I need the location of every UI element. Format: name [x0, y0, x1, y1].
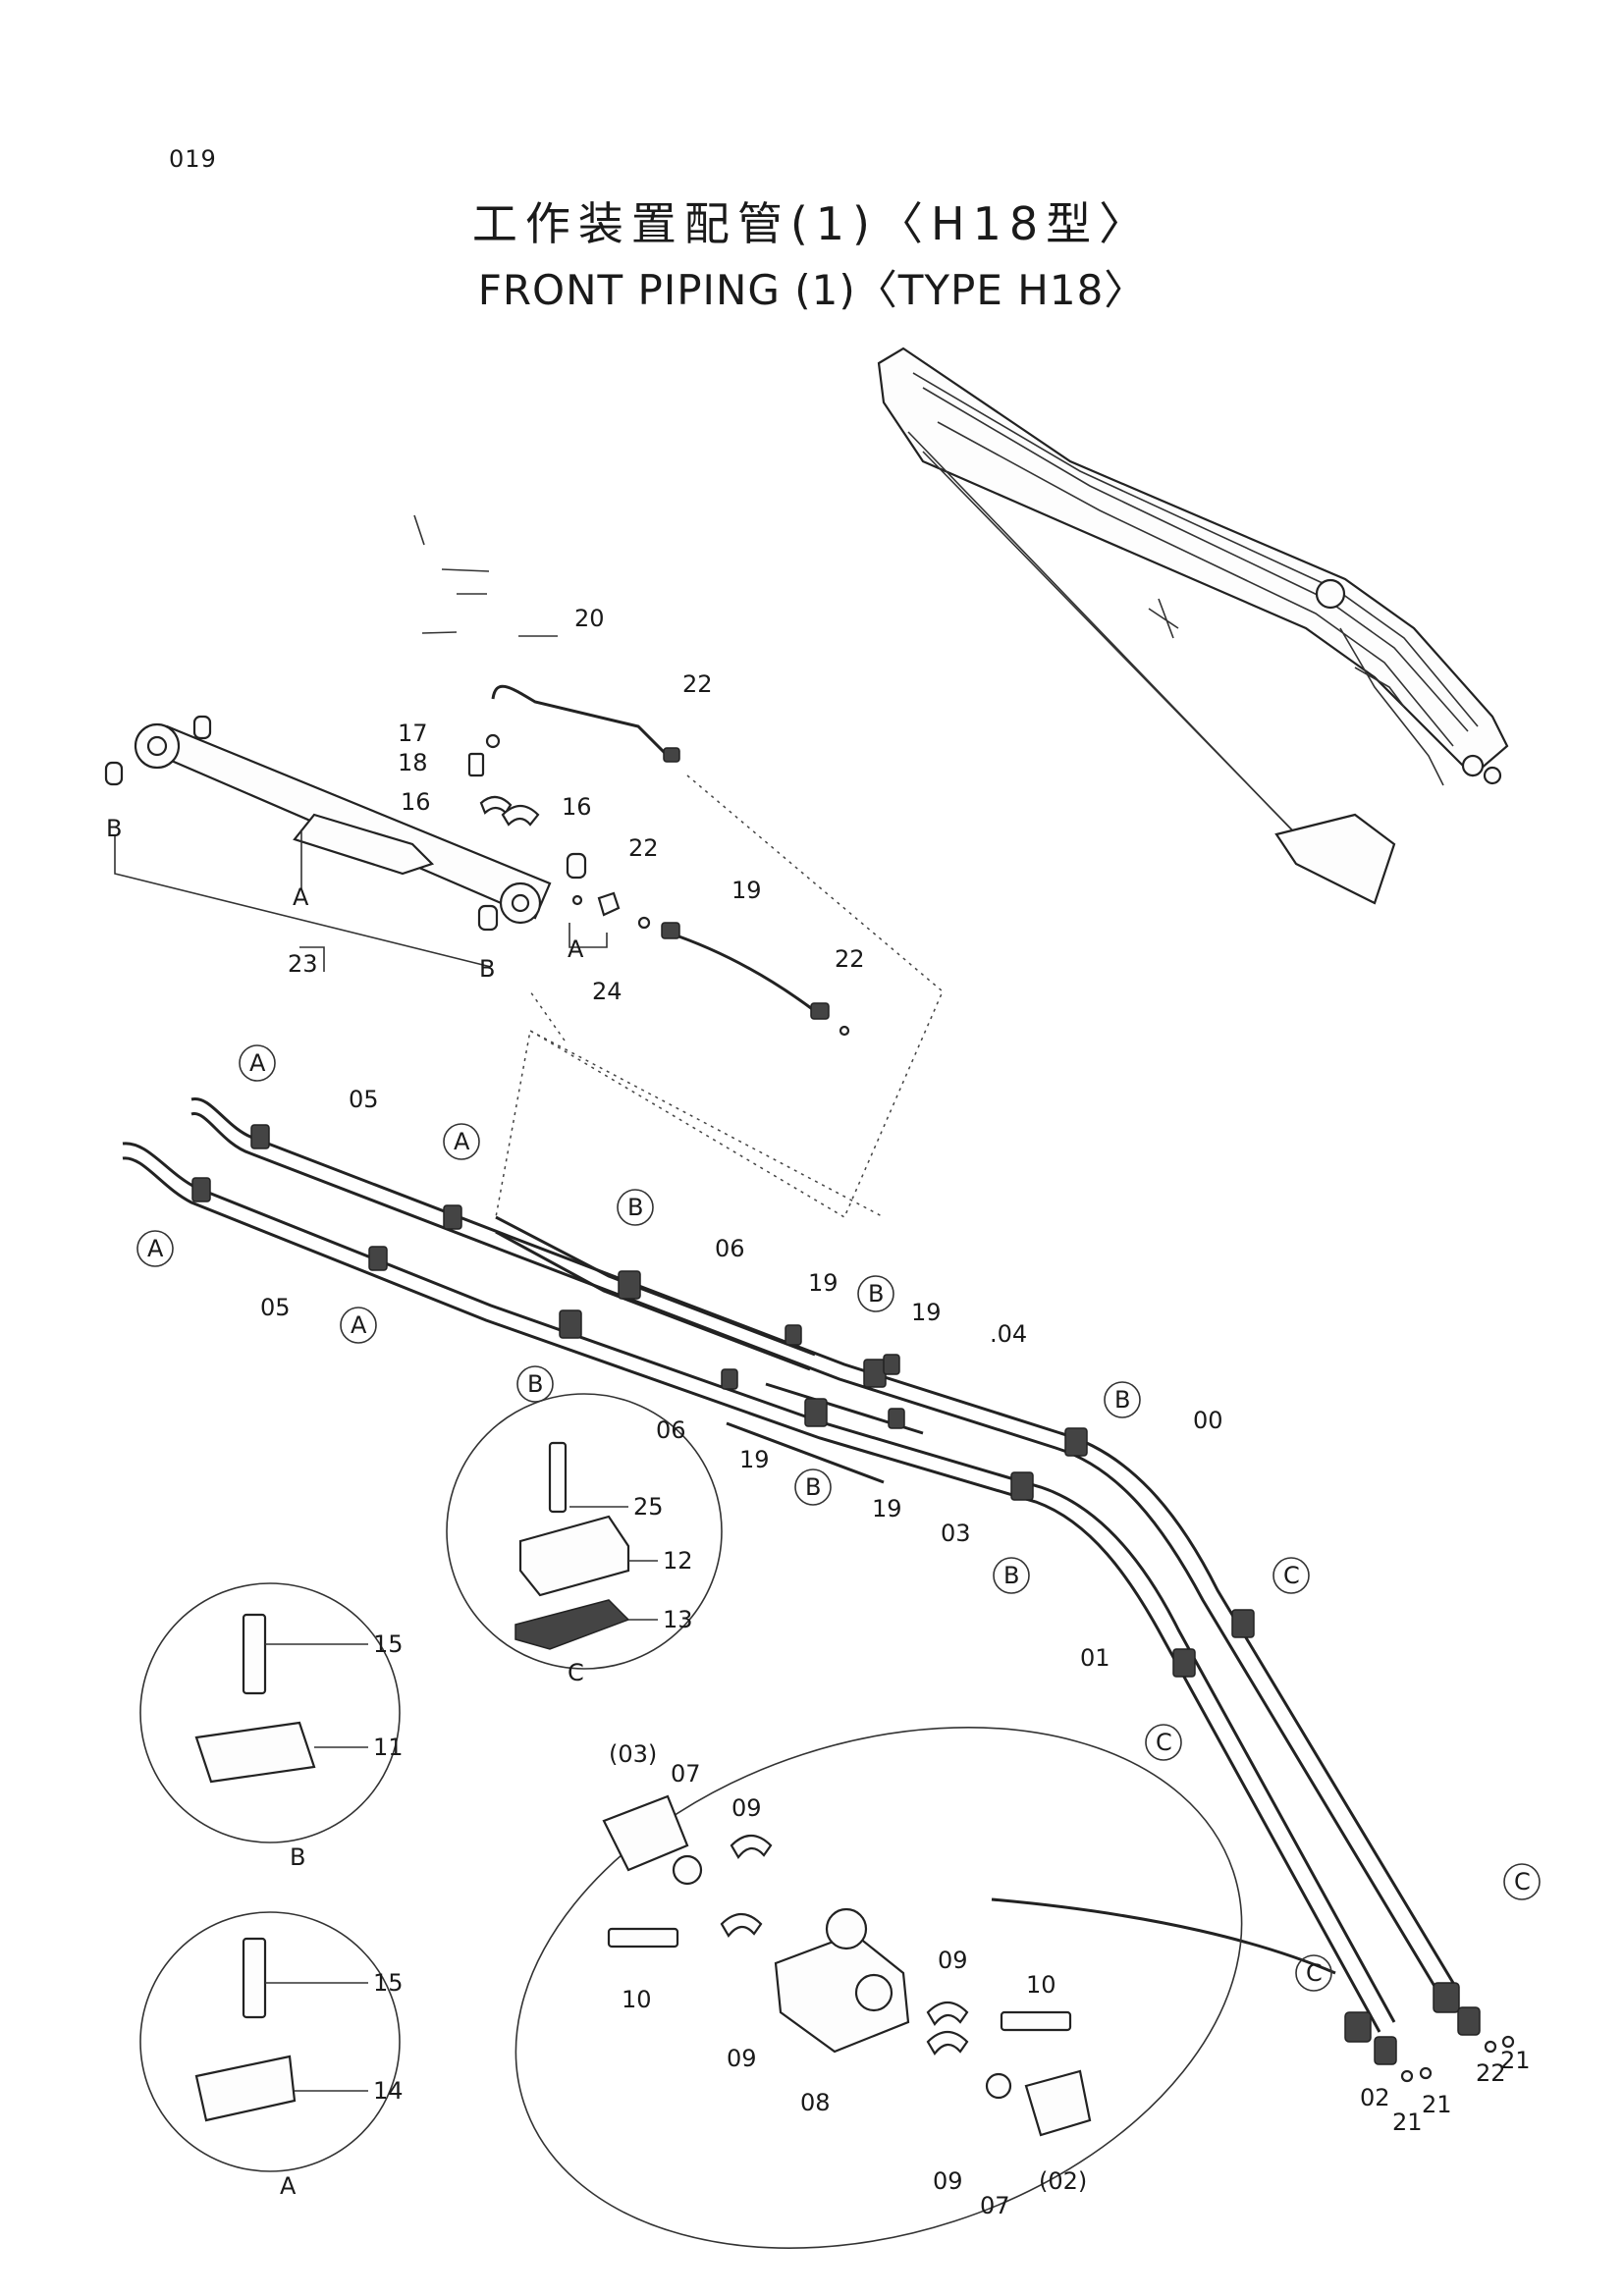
- svg-text:02: 02: [1360, 2084, 1390, 2111]
- svg-text:10: 10: [1026, 1971, 1056, 1999]
- svg-text:(03): (03): [609, 1740, 657, 1768]
- top-callouts: 20 22 17 18 16 16 22 19 22 A B B A 23 24: [106, 605, 865, 1005]
- svg-text:09: 09: [727, 2045, 757, 2072]
- svg-text:15: 15: [373, 1630, 404, 1658]
- svg-text:19: 19: [911, 1299, 942, 1326]
- svg-text:22: 22: [1476, 2059, 1506, 2087]
- svg-text:08: 08: [800, 2089, 831, 2116]
- svg-text:07: 07: [671, 1760, 701, 1788]
- title-chinese: 工作装置配管(1)〈H18型〉: [471, 197, 1153, 250]
- svg-text:24: 24: [592, 978, 623, 1005]
- bucket-cylinder-illustration: [104, 684, 850, 1037]
- svg-text:B: B: [479, 955, 495, 983]
- svg-text:25: 25: [633, 1493, 664, 1521]
- fitting-callouts: (03) 07 09 10 09 08 09 10 09 07 (02): [609, 1740, 1087, 2219]
- svg-text:19: 19: [872, 1495, 902, 1522]
- title-english: FRONT PIPING (1)〈TYPE H18〉: [477, 266, 1147, 314]
- detail-fitting-assembly: [514, 1727, 1243, 2249]
- svg-text:16: 16: [401, 788, 431, 816]
- detail-callouts: 25 12 13 C 15 11 B 15 14 A: [265, 1493, 693, 2200]
- svg-text:01: 01: [1080, 1644, 1110, 1672]
- svg-text:(02): (02): [1039, 2167, 1087, 2195]
- svg-text:22: 22: [835, 945, 865, 973]
- svg-text:21: 21: [1422, 2091, 1452, 2118]
- svg-text:C: C: [1306, 1959, 1323, 1987]
- svg-text:B: B: [1114, 1386, 1130, 1414]
- svg-text:09: 09: [933, 2167, 963, 2195]
- svg-text:19: 19: [731, 877, 762, 904]
- svg-text:16: 16: [562, 793, 592, 821]
- svg-text:18: 18: [398, 749, 428, 776]
- svg-text:09: 09: [731, 1794, 762, 1822]
- svg-text:10: 10: [622, 1986, 652, 2013]
- svg-text:12: 12: [663, 1547, 693, 1575]
- front-piping-lines: [122, 1097, 1515, 2083]
- svg-text:22: 22: [682, 670, 713, 698]
- svg-text:09: 09: [938, 1947, 968, 1974]
- svg-text:B: B: [627, 1194, 643, 1221]
- svg-text:A: A: [293, 883, 309, 911]
- svg-text:21: 21: [1500, 2047, 1531, 2074]
- svg-text:05: 05: [260, 1294, 291, 1321]
- bushing-top: [192, 715, 212, 740]
- svg-text:00: 00: [1193, 1407, 1223, 1434]
- svg-text:22: 22: [628, 834, 659, 862]
- svg-text:05: 05: [349, 1086, 379, 1113]
- svg-text:B: B: [1003, 1562, 1019, 1589]
- svg-text:07: 07: [980, 2192, 1010, 2219]
- svg-text:A: A: [568, 935, 584, 963]
- svg-text:A: A: [351, 1311, 367, 1339]
- detail-a-clamp: [139, 1911, 401, 2172]
- svg-text:B: B: [106, 815, 122, 842]
- svg-text:21: 21: [1392, 2109, 1423, 2136]
- svg-text:A: A: [280, 2172, 297, 2200]
- svg-text:C: C: [1514, 1868, 1531, 1896]
- svg-text:19: 19: [808, 1269, 839, 1297]
- svg-text:.04: .04: [990, 1320, 1027, 1348]
- svg-text:A: A: [147, 1235, 164, 1262]
- svg-text:11: 11: [373, 1734, 404, 1761]
- svg-text:15: 15: [373, 1969, 404, 1997]
- svg-text:B: B: [805, 1473, 821, 1501]
- svg-text:A: A: [454, 1128, 470, 1155]
- svg-text:C: C: [1283, 1562, 1300, 1589]
- svg-text:13: 13: [663, 1606, 693, 1633]
- svg-text:14: 14: [373, 2077, 404, 2105]
- detail-b-clamp: [139, 1582, 401, 1843]
- svg-text:19: 19: [739, 1446, 770, 1473]
- svg-text:17: 17: [398, 720, 428, 747]
- svg-text:06: 06: [656, 1416, 686, 1444]
- circled-reference-markers: A A A A B B B B B B C C C C: [136, 1044, 1541, 1992]
- svg-text:06: 06: [715, 1235, 745, 1262]
- svg-text:C: C: [568, 1659, 584, 1686]
- svg-text:C: C: [1156, 1729, 1172, 1756]
- pipe-callouts: 05 05 06 06 19 19 19 19 .04 03 00 01 02 …: [260, 1086, 1531, 2136]
- svg-text:B: B: [868, 1280, 884, 1308]
- svg-text:23: 23: [288, 950, 318, 978]
- svg-text:A: A: [249, 1049, 266, 1077]
- svg-text:B: B: [527, 1370, 543, 1398]
- detail-c-clamp: [446, 1393, 723, 1670]
- svg-text:20: 20: [574, 605, 605, 632]
- svg-text:B: B: [290, 1843, 305, 1871]
- page-number: 019: [169, 145, 217, 173]
- svg-text:03: 03: [941, 1520, 971, 1547]
- boom-arm-illustration: [877, 347, 1509, 905]
